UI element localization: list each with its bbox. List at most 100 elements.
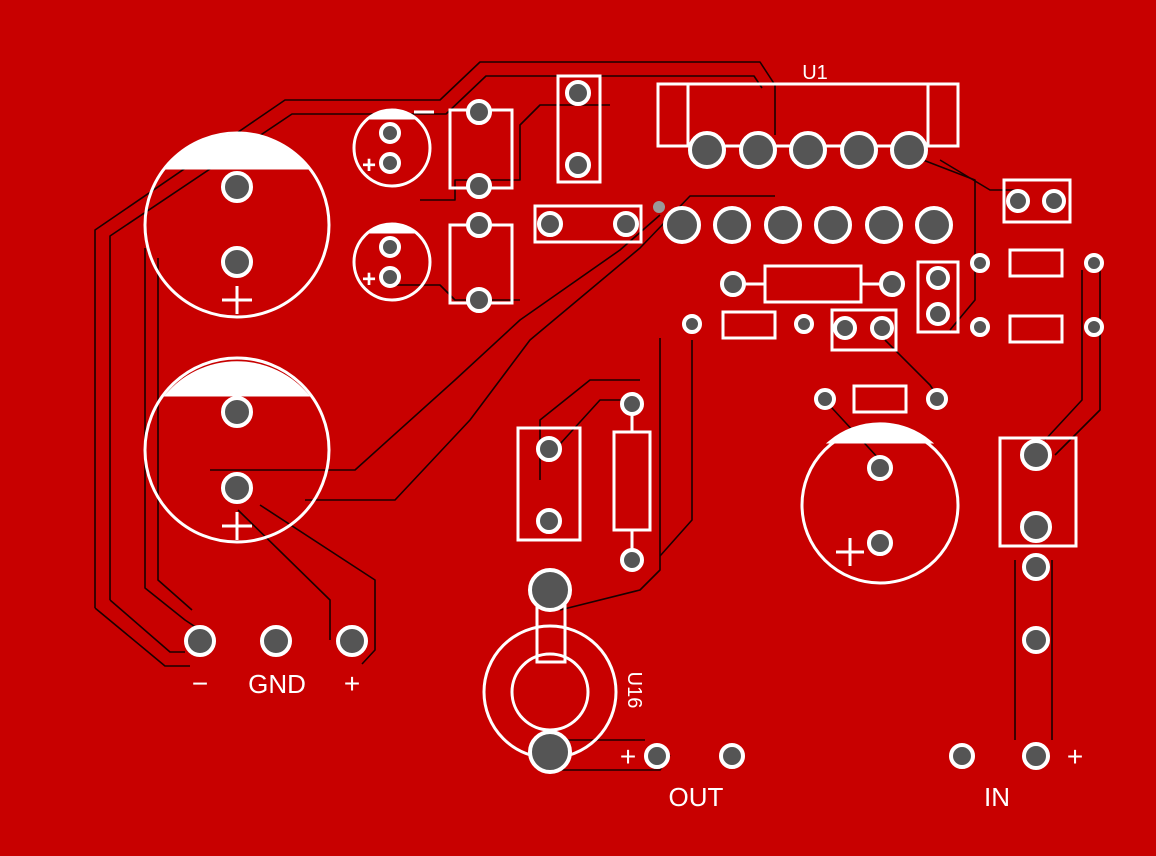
pad-u1-bot-3[interactable]: [764, 206, 802, 244]
trace-top-loop: [94, 61, 776, 608]
pad-u1-bot-4[interactable]: [814, 206, 852, 244]
pad-cbox4-a[interactable]: [536, 436, 562, 462]
trace-u1-right: [909, 154, 976, 331]
smallcap2-band: [365, 223, 419, 234]
pad-smallcap2-a[interactable]: [379, 236, 401, 258]
smallcap-minus-label: −: [418, 101, 430, 123]
pad-cbox4-b[interactable]: [536, 508, 562, 534]
out-label: OUT: [669, 782, 724, 812]
pad-smallcap2-b[interactable]: [379, 266, 401, 288]
pad-via-5[interactable]: [682, 314, 702, 334]
silkscreen-layer: [143, 74, 1078, 760]
q-box: [916, 260, 960, 334]
pad-rleft-b[interactable]: [613, 211, 639, 237]
pad-u1-top-4[interactable]: [840, 131, 878, 169]
silk-marks: [222, 110, 864, 566]
pad-in-gnd[interactable]: [949, 743, 975, 769]
pad-cap2-b[interactable]: [221, 472, 253, 504]
pad-pwr-plus[interactable]: [336, 625, 368, 657]
pad-cap3-a[interactable]: [867, 455, 893, 481]
pad-rvert-b[interactable]: [620, 548, 644, 572]
smallcap1-plus-label: +: [362, 152, 376, 179]
pad-via-3[interactable]: [1084, 253, 1104, 273]
pad-u1-top-2[interactable]: [739, 131, 777, 169]
cap1-band: [163, 134, 311, 170]
trace-left-minus-inner: [109, 599, 185, 653]
pad-cap1-b[interactable]: [221, 246, 253, 278]
pad-rright-a[interactable]: [1006, 189, 1030, 213]
pad-via-6[interactable]: [794, 314, 814, 334]
trace-plus-2: [259, 504, 376, 665]
trace-mid-1: [559, 338, 661, 611]
pad-out-plus[interactable]: [644, 743, 670, 769]
pad-cbox1-a[interactable]: [466, 99, 492, 125]
trace-u1-right-b: [939, 159, 1015, 191]
pad-u1-bot-2[interactable]: [713, 206, 751, 244]
pad-in-3[interactable]: [1022, 553, 1050, 581]
pad-u1-bot-1[interactable]: [663, 206, 701, 244]
pad-q-a[interactable]: [926, 266, 950, 290]
pwr-plus-label: +: [344, 668, 360, 699]
pad-cbox3-a[interactable]: [833, 316, 857, 340]
smd-3: [721, 310, 777, 340]
r-top-box: [556, 74, 602, 184]
pad-smallcap1-a[interactable]: [379, 122, 401, 144]
trace-layer: [94, 61, 1101, 771]
pad-rmid-a[interactable]: [720, 271, 746, 297]
smd-4: [852, 384, 908, 414]
u16-label: U16: [623, 672, 645, 709]
pad-via-4[interactable]: [1084, 317, 1104, 337]
pad-q-b[interactable]: [926, 302, 950, 326]
pad-cbox2-a[interactable]: [466, 212, 492, 238]
pad-u1-bot-5[interactable]: [865, 206, 903, 244]
pad-rright-b[interactable]: [1042, 189, 1066, 213]
smallcap2-plus-label: +: [362, 266, 376, 293]
pad-cbox1-b[interactable]: [466, 173, 492, 199]
pad-rtop-a[interactable]: [565, 80, 591, 106]
smd-1: [1008, 248, 1064, 278]
pad-cap2-a[interactable]: [221, 396, 253, 428]
pad-cbox3-b[interactable]: [870, 316, 894, 340]
pad-in-2[interactable]: [1020, 511, 1052, 543]
pad-in-plus[interactable]: [1022, 742, 1050, 770]
trace-smallcap-1: [420, 104, 610, 201]
pad-rmid-b[interactable]: [879, 271, 905, 297]
pad-u1-top-3[interactable]: [789, 131, 827, 169]
pad-u1-bot-6[interactable]: [915, 206, 953, 244]
pad-u16-bot[interactable]: [528, 730, 572, 774]
trace-top-loop-inner: [109, 75, 763, 600]
cap2-band: [163, 361, 311, 397]
pad-in-1[interactable]: [1020, 439, 1052, 471]
trace-in-rail: [1044, 270, 1083, 441]
pad-cap3-b[interactable]: [867, 530, 893, 556]
pad-layer: [184, 80, 1104, 774]
gnd-label: GND: [248, 669, 306, 699]
pad-pwr-gnd[interactable]: [260, 625, 292, 657]
trace-cap2-u1-b: [305, 195, 775, 501]
pad-via-1[interactable]: [970, 253, 990, 273]
pad-diode-a[interactable]: [814, 388, 836, 410]
pad-smallcap1-b[interactable]: [379, 152, 401, 174]
pad-rtop-b[interactable]: [565, 152, 591, 178]
pad-via-2[interactable]: [970, 317, 990, 337]
trace-mid-3: [549, 399, 625, 456]
in-label: IN: [984, 782, 1010, 812]
pad-in-4[interactable]: [1022, 626, 1050, 654]
pad-u1-top-5[interactable]: [890, 131, 928, 169]
pad-cbox2-b[interactable]: [466, 287, 492, 313]
pad-diode-b[interactable]: [926, 388, 948, 410]
cap2-outline: [143, 356, 331, 544]
pad-cap1-a[interactable]: [221, 171, 253, 203]
pad-out-gnd[interactable]: [719, 743, 745, 769]
pad-u16-top[interactable]: [528, 568, 572, 612]
pin1-marker: [653, 201, 665, 213]
smd-2: [1008, 314, 1064, 344]
pad-rvert-a[interactable]: [620, 392, 644, 416]
pad-rleft-a[interactable]: [537, 211, 563, 237]
pad-u1-top-1[interactable]: [688, 131, 726, 169]
trace-plus: [237, 509, 331, 640]
trace-left-minus: [94, 607, 190, 667]
pad-pwr-minus[interactable]: [184, 625, 216, 657]
trace-gnd-2: [157, 258, 193, 611]
